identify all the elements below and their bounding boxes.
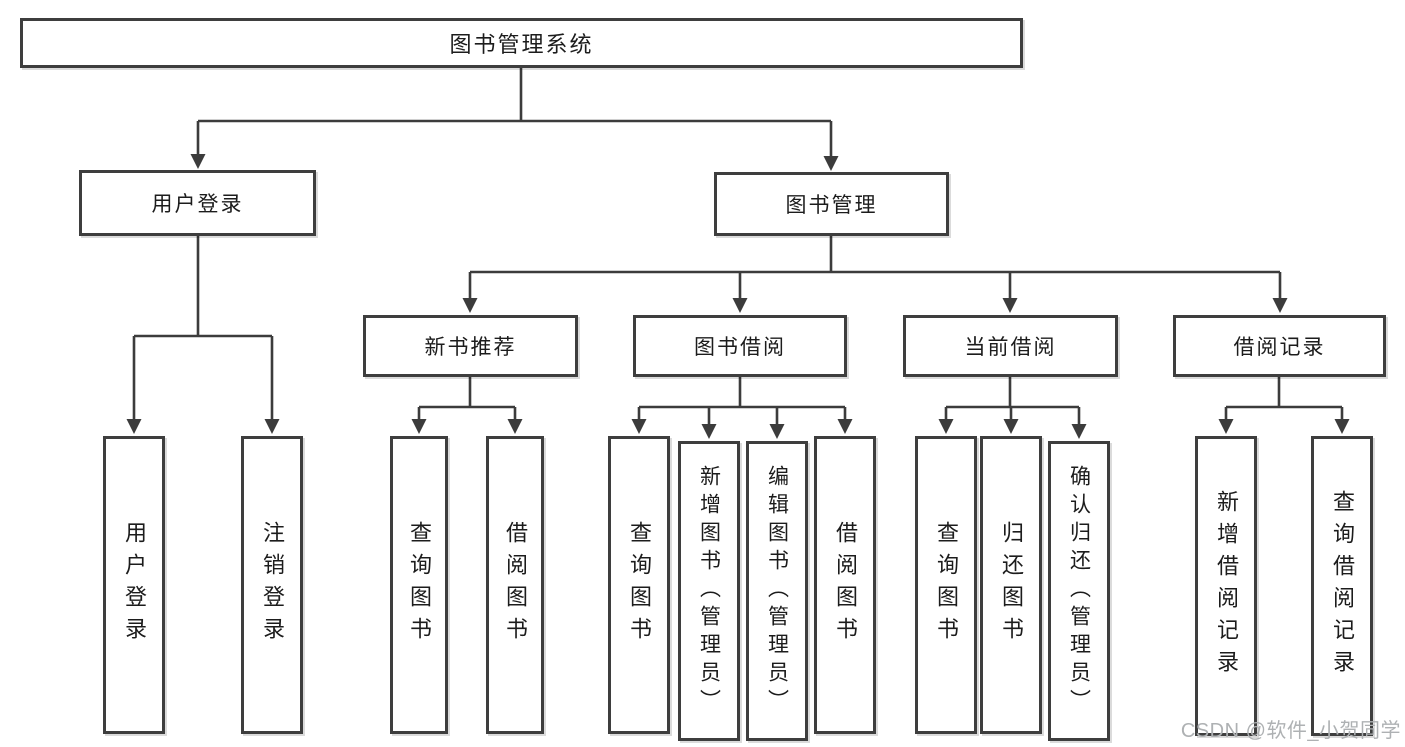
node-new-book-recommend: 新书推荐 — [363, 315, 578, 377]
connector-book-mgmt — [462, 236, 1288, 313]
leaf-bb-query-book-label: 查询图书 — [627, 521, 652, 649]
leaf-nbr-borrow-book-label: 借阅图书 — [503, 521, 528, 649]
node-library-system: 图书管理系统 — [20, 18, 1023, 68]
leaf-bb-borrow-book-label: 借阅图书 — [833, 521, 858, 649]
node-book-borrow: 图书借阅 — [633, 315, 847, 377]
leaf-cb-return-book-label: 归还图书 — [999, 521, 1024, 649]
leaf-cb-confirm-return-admin-label: 确认归还（管理员） — [1067, 465, 1091, 717]
leaf-cb-query-book: 查询图书 — [915, 436, 977, 734]
leaf-br-query-record: 查询借阅记录 — [1311, 436, 1373, 736]
connector-book-borrow — [631, 377, 853, 439]
leaf-cb-return-book: 归还图书 — [980, 436, 1042, 734]
node-current-borrow: 当前借阅 — [903, 315, 1118, 377]
leaf-br-query-record-label: 查询借阅记录 — [1330, 490, 1355, 682]
node-borrow-record: 借阅记录 — [1173, 315, 1386, 377]
leaf-nbr-borrow-book: 借阅图书 — [486, 436, 544, 734]
leaf-logout-label: 注销登录 — [260, 521, 285, 649]
leaf-user-login-label: 用户登录 — [122, 521, 147, 649]
node-book-borrow-label: 图书借阅 — [694, 336, 786, 359]
leaf-nbr-query-book: 查询图书 — [390, 436, 448, 734]
leaf-bb-edit-book-admin-label: 编辑图书（管理员） — [765, 465, 789, 717]
leaf-user-login: 用户登录 — [103, 436, 165, 734]
connector-user-login — [126, 236, 280, 434]
node-library-system-label: 图书管理系统 — [449, 32, 594, 57]
connector-root — [190, 68, 839, 171]
leaf-br-add-record-label: 新增借阅记录 — [1214, 490, 1239, 682]
node-user-login: 用户登录 — [79, 170, 316, 236]
leaf-bb-add-book-admin-label: 新增图书（管理员） — [697, 465, 721, 717]
node-borrow-record-label: 借阅记录 — [1233, 336, 1326, 359]
leaf-logout: 注销登录 — [241, 436, 303, 734]
node-new-book-recommend-label: 新书推荐 — [424, 336, 517, 359]
leaf-bb-borrow-book: 借阅图书 — [814, 436, 876, 734]
leaf-bb-edit-book-admin: 编辑图书（管理员） — [746, 441, 808, 741]
connector-borrow-record — [1218, 377, 1350, 434]
csdn-watermark: CSDN @软件_小贺同学 — [1180, 720, 1401, 742]
node-book-management: 图书管理 — [714, 172, 949, 236]
leaf-nbr-query-book-label: 查询图书 — [407, 521, 432, 649]
node-user-login-label: 用户登录 — [151, 193, 244, 216]
leaf-bb-query-book: 查询图书 — [608, 436, 670, 734]
node-current-borrow-label: 当前借阅 — [964, 336, 1057, 359]
leaf-cb-confirm-return-admin: 确认归还（管理员） — [1048, 441, 1110, 741]
leaf-cb-query-book-label: 查询图书 — [934, 521, 959, 649]
leaf-br-add-record: 新增借阅记录 — [1195, 436, 1257, 736]
node-book-management-label: 图书管理 — [785, 194, 878, 217]
connector-new-book — [411, 377, 523, 434]
leaf-bb-add-book-admin: 新增图书（管理员） — [678, 441, 740, 741]
connector-current-borrow — [938, 377, 1087, 439]
